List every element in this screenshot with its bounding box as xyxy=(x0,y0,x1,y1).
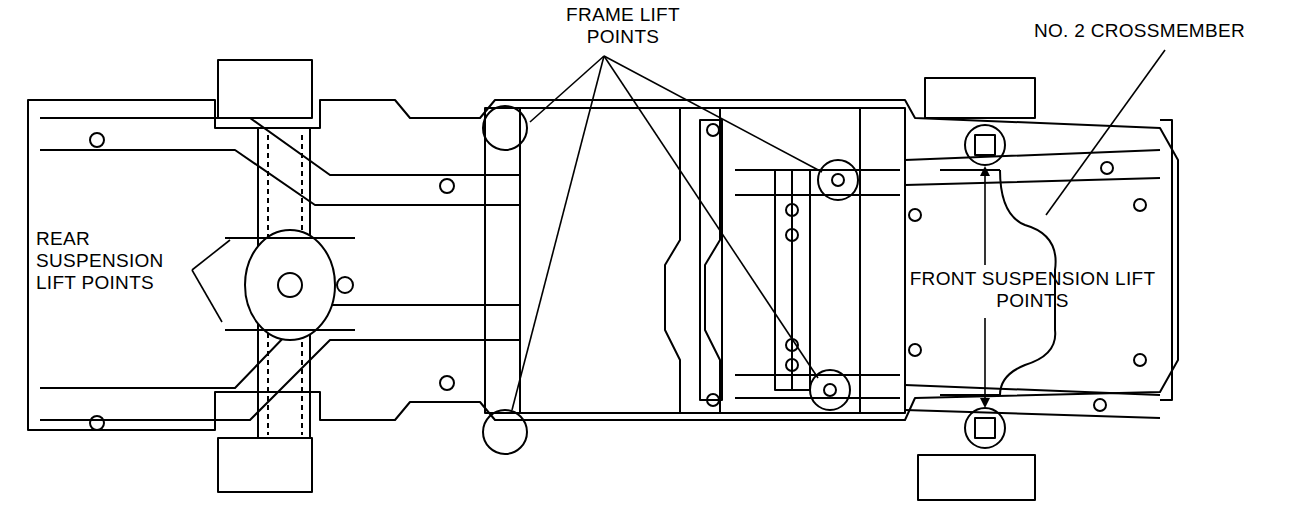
part-label: FRAME LIFT POINTS xyxy=(548,4,698,48)
part-label: REAR SUSPENSION LIFT POINTS xyxy=(36,228,164,294)
part-label: FRONT SUSPENSION LIFT POINTS xyxy=(905,268,1160,312)
part-label: NO. 2 CROSSMEMBER xyxy=(1034,20,1284,42)
